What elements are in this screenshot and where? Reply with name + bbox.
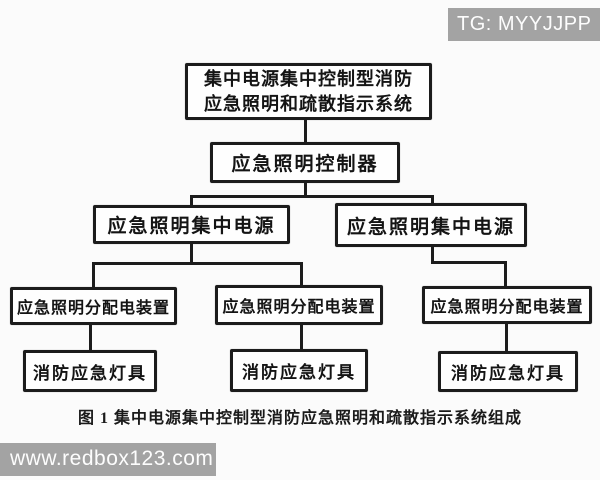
connector-controller-stem xyxy=(304,181,307,198)
connector-distribution1-to-lamp1 xyxy=(89,323,92,352)
node-lamp-1-label: 消防应急灯具 xyxy=(33,363,147,383)
node-distribution-3-label: 应急照明分配电装置 xyxy=(430,299,584,316)
connector-level4-right-crossbar xyxy=(431,261,507,264)
node-lamp-3-label: 消防应急灯具 xyxy=(451,364,565,383)
node-lamp-3: 消防应急灯具 xyxy=(438,351,578,392)
node-controller: 应急照明控制器 xyxy=(210,142,400,183)
node-system-root-line2: 应急照明和疏散指示系统 xyxy=(204,93,413,114)
site-watermark: www.redbox123.com xyxy=(0,443,216,476)
node-distribution-1-label: 应急照明分配电装置 xyxy=(16,300,170,317)
node-distribution-2-label: 应急照明分配电装置 xyxy=(222,299,376,316)
node-distribution-3: 应急照明分配电装置 xyxy=(422,286,592,324)
node-lamp-2-label: 消防应急灯具 xyxy=(242,363,356,382)
node-distribution-2: 应急照明分配电装置 xyxy=(215,285,383,325)
connector-level4-left-crossbar xyxy=(92,262,303,265)
node-system-root-line1: 集中电源集中控制型消防 xyxy=(204,68,413,89)
connector-power-right-stem xyxy=(431,245,434,264)
node-distribution-1: 应急照明分配电装置 xyxy=(10,287,177,325)
connector-drop-distribution-1 xyxy=(92,262,95,289)
telegram-badge: TG: MYYJJPP xyxy=(448,8,600,41)
connector-distribution3-to-lamp3 xyxy=(505,321,508,353)
connector-drop-distribution-2 xyxy=(300,262,303,287)
connector-drop-distribution-3 xyxy=(504,261,507,288)
node-lamp-1: 消防应急灯具 xyxy=(23,350,157,392)
connector-drop-power-right xyxy=(431,195,434,205)
node-lamp-2: 消防应急灯具 xyxy=(230,349,368,392)
connector-distribution2-to-lamp2 xyxy=(300,323,303,351)
node-central-power-right: 应急照明集中电源 xyxy=(335,203,527,247)
figure-caption: 图 1 集中电源集中控制型消防应急照明和疏散指示系统组成 xyxy=(77,410,522,427)
connector-power-left-stem xyxy=(190,242,193,265)
node-controller-label: 应急照明控制器 xyxy=(231,154,379,175)
node-central-power-right-label: 应急照明集中电源 xyxy=(346,216,515,238)
connector-root-to-controller xyxy=(304,119,307,144)
node-central-power-left: 应急照明集中电源 xyxy=(93,205,290,244)
node-system-root: 集中电源集中控制型消防 应急照明和疏散指示系统 xyxy=(185,63,432,120)
connector-level3-crossbar xyxy=(191,195,434,198)
node-central-power-left-label: 应急照明集中电源 xyxy=(107,216,276,237)
connector-drop-power-left xyxy=(190,195,193,207)
